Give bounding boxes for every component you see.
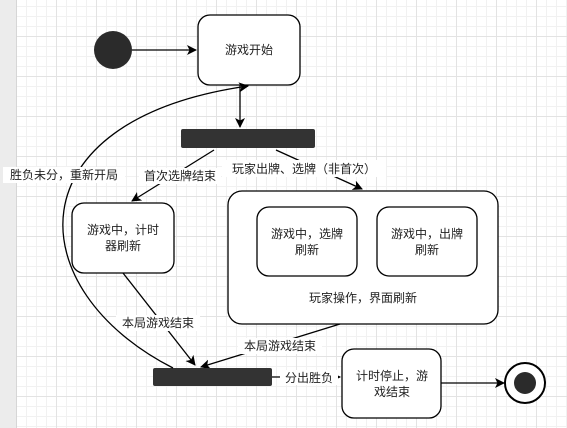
substate-play-refresh-line2: 刷新 [415, 242, 439, 257]
join-bar[interactable] [153, 368, 272, 386]
state-player-operations-label: 玩家操作，界面刷新 [309, 290, 417, 305]
state-game-start[interactable]: 游戏开始 [197, 14, 301, 86]
state-game-over-line1: 计时停止，游 [356, 368, 428, 383]
final-node[interactable] [504, 362, 546, 404]
state-game-over[interactable]: 计时停止，游 戏结束 [341, 348, 442, 419]
edge-label-first-pick-done: 首次选牌结束 [144, 169, 216, 183]
state-timer-refresh[interactable]: 游戏中，计时 器刷新 [71, 202, 175, 274]
edge-label-round-end-right: 本局游戏结束 [244, 339, 316, 353]
state-game-over-line2: 戏结束 [374, 385, 410, 399]
canvas-left-strip [0, 0, 17, 428]
state-timer-refresh-line1: 游戏中，计时 [87, 222, 159, 237]
substate-pick-refresh-line1: 游戏中，选牌 [271, 226, 343, 241]
substate-pick-refresh-line2: 刷新 [295, 242, 319, 257]
initial-node[interactable] [94, 31, 132, 69]
edge-restart [62, 82, 249, 369]
state-game-start-label: 游戏开始 [225, 43, 273, 57]
edge-label-winner-decided: 分出胜负 [285, 370, 333, 385]
fork-bar[interactable] [181, 129, 315, 148]
substate-play-refresh[interactable]: 游戏中，出牌 刷新 [376, 206, 478, 277]
edge-label-player-actions: 玩家出牌、选牌（非首次） [232, 161, 376, 176]
edge-label-round-end-left: 本局游戏结束 [122, 316, 194, 330]
substate-pick-refresh[interactable]: 游戏中，选牌 刷新 [256, 206, 358, 277]
edge-label-restart: 胜负未分，重新开局 [10, 167, 118, 182]
state-timer-refresh-line2: 器刷新 [105, 238, 141, 253]
substate-play-refresh-line1: 游戏中，出牌 [391, 226, 463, 241]
